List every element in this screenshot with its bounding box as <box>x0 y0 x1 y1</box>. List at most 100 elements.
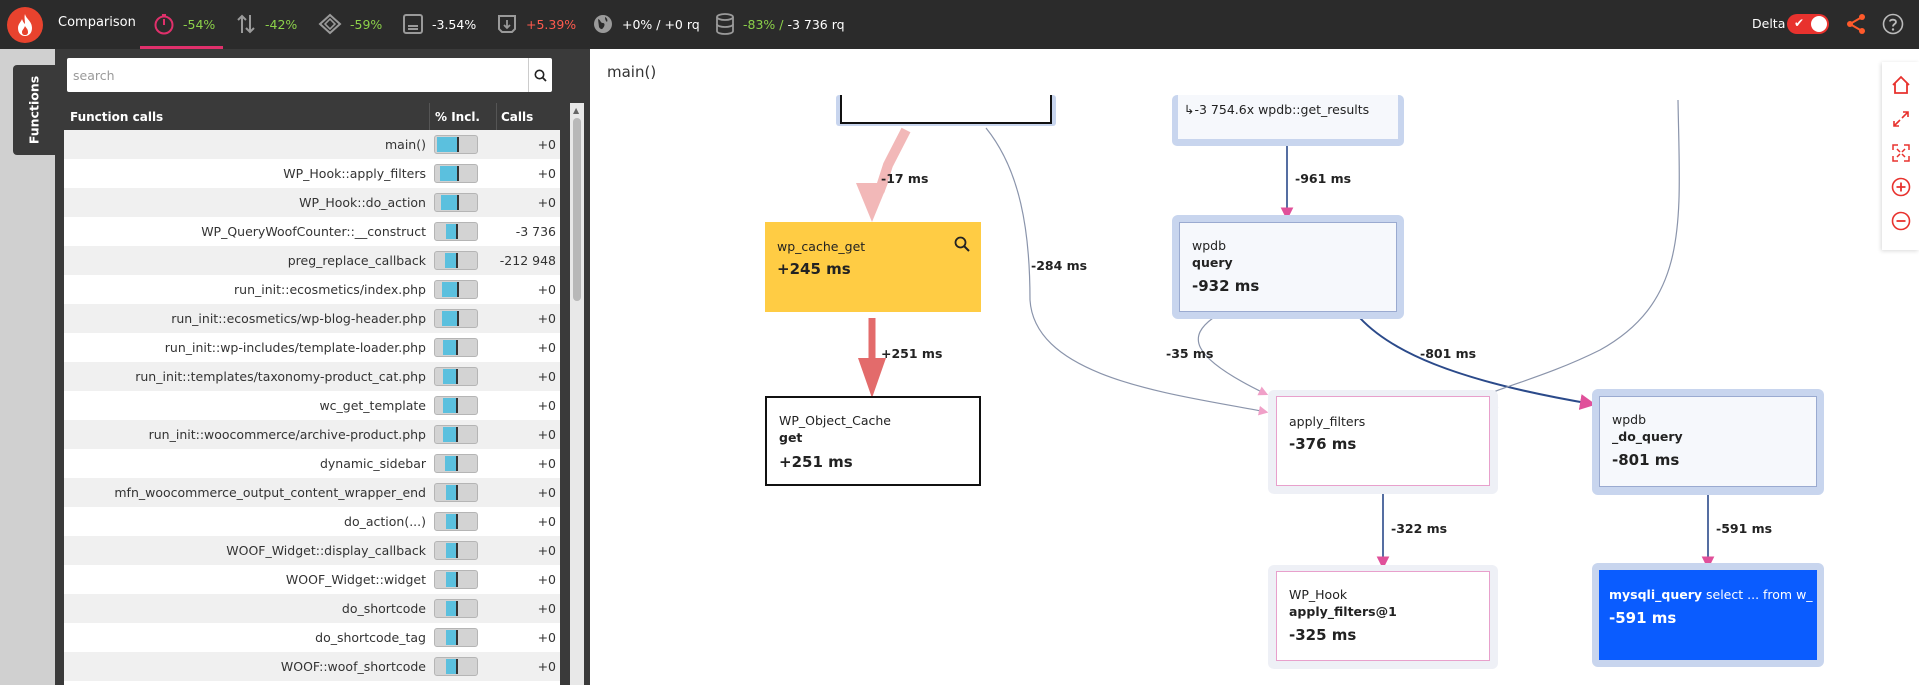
inclusive-bar-marker <box>456 311 459 326</box>
inclusive-bar <box>434 164 478 183</box>
functions-tab[interactable]: Functions <box>13 65 55 155</box>
column-header-function-calls[interactable]: Function calls <box>70 110 164 124</box>
delta-label: Delta <box>1752 16 1786 31</box>
share-icon[interactable] <box>1845 13 1867 39</box>
calls-count: +0 <box>537 137 556 152</box>
scroll-up-icon[interactable]: ▲ <box>573 106 580 115</box>
calls-count: +0 <box>537 659 556 674</box>
node-method: get <box>779 430 803 445</box>
metric-io[interactable]: -42% <box>235 13 297 35</box>
inclusive-bar-marker <box>456 195 459 210</box>
metric-http-value: +0% / +0 rq <box>622 16 700 32</box>
table-row[interactable]: dynamic_sidebar+0 <box>64 449 560 478</box>
graph-node-get-results-label: ↳-3 754.6x wpdb::get_results <box>1184 102 1370 117</box>
edge-label: -322 ms <box>1391 521 1448 536</box>
node-name: mysqli_query <box>1609 587 1703 602</box>
inclusive-bar <box>434 628 478 647</box>
graph-node-apply-filters[interactable]: apply_filters -376 ms <box>1268 390 1498 494</box>
function-name: WOOF::woof_shortcode <box>280 659 426 674</box>
table-row[interactable]: preg_replace_callback-212 948 <box>64 246 560 275</box>
zoom-out-icon[interactable] <box>1890 210 1912 232</box>
fit-screen-icon[interactable] <box>1890 142 1912 164</box>
calls-count: +0 <box>537 195 556 210</box>
node-class: WP_Hook <box>1289 587 1348 602</box>
calls-count: +0 <box>537 456 556 471</box>
inclusive-bar <box>434 657 478 676</box>
home-icon[interactable] <box>1890 74 1912 96</box>
table-row[interactable]: run_init::wp-includes/template-loader.ph… <box>64 333 560 362</box>
calls-count: +0 <box>537 427 556 442</box>
metric-http[interactable]: +0% / +0 rq <box>592 13 700 35</box>
graph-node-get-results-box: ↳-3 754.6x wpdb::get_results <box>1178 95 1398 139</box>
network-card-icon <box>498 15 516 33</box>
table-scrollbar[interactable]: ▲ <box>570 103 584 685</box>
help-icon[interactable] <box>1882 13 1904 39</box>
inclusive-bar <box>434 193 478 212</box>
inclusive-bar-fill <box>446 630 459 645</box>
graph-node-get-results[interactable]: ↳-3 754.6x wpdb::get_results <box>1172 95 1404 146</box>
table-row[interactable]: mfn_woocommerce_output_content_wrapper_e… <box>64 478 560 507</box>
table-row[interactable]: WP_Hook::apply_filters+0 <box>64 159 560 188</box>
scrollbar-thumb[interactable] <box>573 118 581 301</box>
edge-label: -591 ms <box>1716 521 1773 536</box>
node-method: query <box>1192 255 1233 270</box>
flame-logo-icon[interactable] <box>7 7 43 43</box>
table-row[interactable]: main()+0 <box>64 130 560 159</box>
graph-node-wpdb-query[interactable]: wpdb query -932 ms <box>1172 215 1404 319</box>
column-header-incl[interactable]: % Incl. <box>435 110 480 124</box>
inclusive-bar <box>434 483 478 502</box>
graph-node-parent[interactable] <box>836 95 1056 126</box>
expand-icon[interactable] <box>1890 108 1912 130</box>
delta-toggle[interactable]: ✔ <box>1787 14 1829 34</box>
metric-network[interactable]: +5.39% <box>496 13 576 35</box>
table-row[interactable]: WOOF_Widget::display_callback+0 <box>64 536 560 565</box>
zoom-in-icon[interactable] <box>1890 176 1912 198</box>
table-row[interactable]: WOOF::woof_shortcode +0 <box>64 652 560 681</box>
table-row[interactable]: wc_get_template+0 <box>64 391 560 420</box>
table-row[interactable]: run_init::ecosmetics/index.php+0 <box>64 275 560 304</box>
edge-284ms[interactable] <box>985 127 1269 416</box>
graph-node-wp-cache-get[interactable]: wp_cache_get +245 ms <box>765 222 981 312</box>
table-header: Function calls % Incl. Calls <box>64 103 560 130</box>
edge-external[interactable] <box>1481 99 1680 409</box>
graph-node-mysqli-query-box: mysqli_query select ... from w_ -591 ms <box>1599 570 1817 660</box>
inclusive-bar-marker <box>456 166 459 181</box>
metric-cpu[interactable]: -59% <box>318 13 382 35</box>
table-row[interactable]: WOOF_Widget::widget+0 <box>64 565 560 594</box>
inclusive-bar-marker <box>456 253 459 268</box>
edge-17ms-arrowhead <box>856 183 888 222</box>
table-row[interactable]: do_action(...)+0 <box>64 507 560 536</box>
edge-801ms[interactable] <box>1359 317 1596 410</box>
table-row[interactable]: do_shortcode_tag+0 <box>64 623 560 652</box>
table-row[interactable]: run_init::templates/taxonomy-product_cat… <box>64 362 560 391</box>
column-header-calls[interactable]: Calls <box>501 110 534 124</box>
table-row[interactable]: run_init::ecosmetics/wp-blog-header.php+… <box>64 304 560 333</box>
metric-time[interactable]: -54% <box>153 13 215 35</box>
metric-memory[interactable]: -3.54% <box>402 13 476 35</box>
search-icon <box>534 69 547 82</box>
function-name: preg_replace_callback <box>287 253 426 268</box>
graph-node-mysqli-query[interactable]: mysqli_query select ... from w_ -591 ms <box>1592 563 1824 667</box>
inclusive-bar-marker <box>456 456 459 471</box>
search-icon[interactable] <box>954 236 970 252</box>
inclusive-bar-fill <box>446 572 459 587</box>
app-title: Comparison <box>58 15 136 30</box>
metric-sql[interactable]: -83% / -3 736 rq <box>715 13 845 35</box>
graph-node-wp-hook[interactable]: WP_Hook apply_filters@1 -325 ms <box>1268 565 1498 669</box>
edge-label: -801 ms <box>1420 346 1477 361</box>
table-row[interactable]: WP_QueryWoofCounter::__construct-3 736 <box>64 217 560 246</box>
calls-count: +0 <box>537 369 556 384</box>
table-row[interactable]: WP_Hook::do_action+0 <box>64 188 560 217</box>
graph-node-wpdb-do-query[interactable]: wpdb _do_query -801 ms <box>1592 389 1824 495</box>
calls-count: +0 <box>537 311 556 326</box>
top-bar: Comparison -54% -42% -59% -3.54% +5.39% … <box>0 0 1919 49</box>
table-row[interactable]: do_shortcode+0 <box>64 594 560 623</box>
search-button[interactable] <box>528 58 552 92</box>
search-input[interactable] <box>67 58 551 92</box>
table-row[interactable]: run_init::woocommerce/archive-product.ph… <box>64 420 560 449</box>
node-class: WP_Object_Cache <box>779 413 891 428</box>
inclusive-bar <box>434 599 478 618</box>
edge-35ms[interactable] <box>1197 317 1269 396</box>
column-divider <box>429 103 430 130</box>
graph-node-wp-object-cache[interactable]: WP_Object_Cache get +251 ms <box>765 396 981 486</box>
